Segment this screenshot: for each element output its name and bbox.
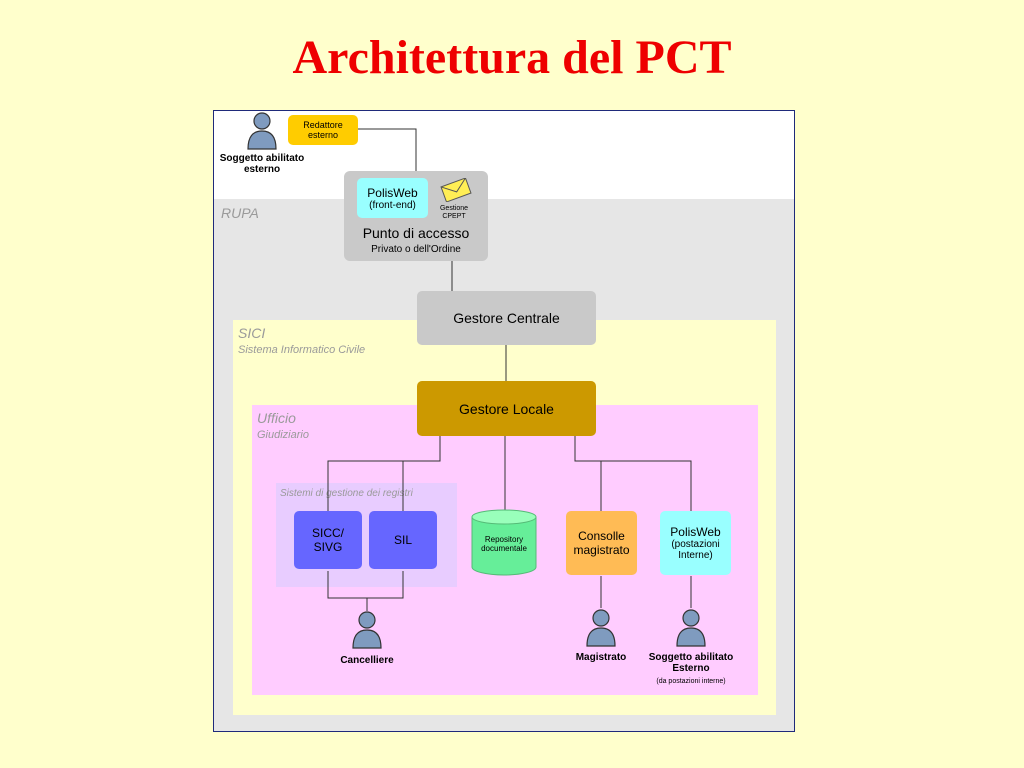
soggetto-interno-sublabel: (da postazioni interne) [656,678,726,685]
polisweb-interno-label: PolisWeb [670,525,721,539]
database-icon [471,509,537,576]
page-title: Architettura del PCT [292,31,732,84]
gestore-centrale-box: Gestore Centrale [417,291,596,345]
gestore-centrale-label: Gestore Centrale [453,310,560,326]
polisweb-frontend-box: PolisWeb (front-end) [357,178,428,218]
gestione-cpept-label: Gestione CPEPT [439,205,469,220]
punto-accesso-sublabel: Privato o dell'Ordine [371,244,461,255]
soggetto-esterno-label: Soggetto abilitato esterno [219,153,305,175]
soggetto-interno-label: Soggetto abilitato Esterno [648,652,734,674]
redattore-esterno-box: Redattore esterno [288,115,358,145]
repository-label: Repository documentale [470,529,538,559]
connector-lines [327,128,692,611]
polisweb-interno-box: PolisWeb (postazioni Interne) [660,511,731,575]
rupa-label: RUPA [221,205,259,221]
sici-sublabel: Sistema Informatico Civile [238,344,366,356]
repository-text: Repository documentale [481,535,527,553]
polisweb-frontend-sublabel: (front-end) [369,199,416,211]
gestore-locale-label: Gestore Locale [459,400,554,417]
envelope-icon [440,178,472,202]
sicc-sivg-box: SICC/ SIVG [294,511,362,569]
sil-box: SIL [369,511,437,569]
punto-accesso-box: PolisWeb (front-end) Gestione CPEPT Punt… [344,171,488,261]
sil-label: SIL [393,533,412,547]
cancelliere-label: Cancelliere [340,655,394,666]
magistrato-label: Magistrato [575,652,627,663]
polisweb-frontend-label: PolisWeb [367,185,418,200]
architecture-diagram: RUPA SICI Sistema Informatico Civile Uff… [213,110,795,732]
punto-accesso-label: Punto di accesso [362,225,470,241]
person-icon [586,609,616,647]
sici-label: SICI [238,325,266,341]
consolle-magistrato-box: Consolle magistrato [566,511,637,575]
registri-label: Sistemi di gestione dei registri [280,488,413,499]
gestore-locale-box: Gestore Locale [417,381,596,436]
sicc-sivg-label: SICC/ SIVG [311,526,344,554]
ufficio-sublabel: Giudiziario [257,429,309,441]
redattore-label: Redattore esterno [303,120,343,140]
ufficio-label: Ufficio [257,410,296,426]
person-icon [676,609,706,647]
consolle-label: Consolle magistrato [573,529,630,557]
polisweb-interno-sublabel: (postazioni Interne) [671,539,720,561]
person-icon [352,611,382,649]
person-icon [247,112,277,150]
